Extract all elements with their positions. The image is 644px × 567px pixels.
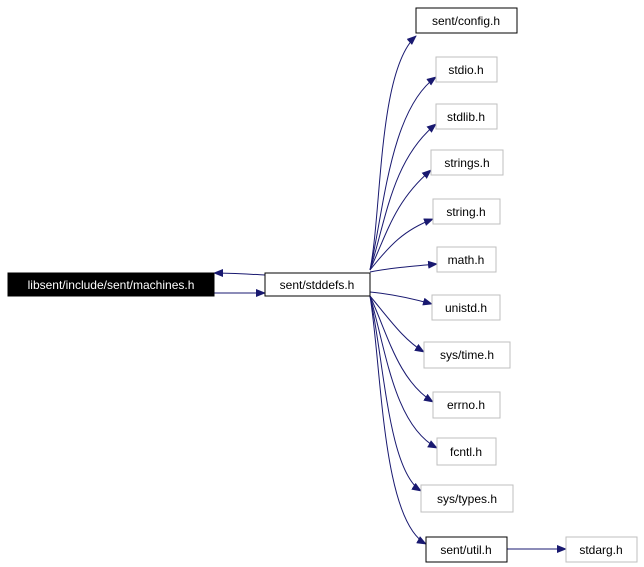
edge-stddefs-to-config (369, 35, 417, 271)
edge-stddefs-to-machines (213, 269, 266, 278)
node-stdlib-h-label: stdlib.h (447, 110, 485, 124)
node-string-h: string.h (432, 198, 501, 225)
node-unistd-h: unistd.h (431, 294, 501, 321)
node-math-h: math.h (436, 246, 497, 273)
node-math-h-label: math.h (448, 253, 485, 267)
node-fcntl-h-label: fcntl.h (450, 445, 482, 459)
node-systime-h-label: sys/time.h (440, 348, 494, 362)
node-stdarg-h: stdarg.h (565, 536, 638, 563)
node-errno-h: errno.h (432, 391, 501, 419)
edge-stddefs-to-stdlib (369, 123, 437, 271)
node-string-h-label: string.h (446, 205, 485, 219)
node-stdlib-h: stdlib.h (435, 103, 498, 130)
edge-stddefs-to-stdio (369, 76, 437, 271)
node-util-h[interactable]: sent/util.h (425, 536, 508, 563)
edge-stddefs-to-math (369, 260, 438, 273)
edge-stddefs-to-systime (369, 295, 425, 353)
node-strings-h: strings.h (430, 149, 504, 176)
edge-stddefs-to-util (369, 295, 427, 545)
edge-stddefs-to-fcntl (369, 295, 438, 449)
node-errno-h-label: errno.h (447, 398, 485, 412)
node-util-h-label: sent/util.h (440, 543, 491, 557)
node-stdio-h: stdio.h (435, 56, 498, 83)
node-config-h-label: sent/config.h (432, 14, 500, 28)
node-stddefs-h[interactable]: sent/stddefs.h (264, 272, 371, 297)
node-fcntl-h: fcntl.h (436, 437, 497, 466)
node-systypes-h: sys/types.h (420, 484, 514, 513)
node-stdio-h-label: stdio.h (448, 63, 483, 77)
edge-stddefs-to-unistd (369, 291, 433, 306)
node-systime-h: sys/time.h (423, 341, 511, 369)
node-systypes-h-label: sys/types.h (437, 492, 497, 506)
edge-stddefs-to-strings (369, 169, 432, 271)
node-stdarg-h-label: stdarg.h (579, 543, 622, 557)
node-strings-h-label: strings.h (444, 156, 489, 170)
edge-stddefs-to-systypes (369, 295, 422, 492)
dependency-edges (213, 35, 567, 553)
node-machines-h: libsent/include/sent/machines.h (7, 272, 215, 297)
node-stddefs-h-label: sent/stddefs.h (280, 278, 355, 292)
node-machines-h-label: libsent/include/sent/machines.h (28, 278, 195, 292)
edge-stddefs-to-string (369, 218, 434, 271)
edge-stddefs-to-errno (369, 295, 434, 403)
node-unistd-h-label: unistd.h (445, 301, 487, 315)
node-config-h[interactable]: sent/config.h (415, 7, 518, 34)
